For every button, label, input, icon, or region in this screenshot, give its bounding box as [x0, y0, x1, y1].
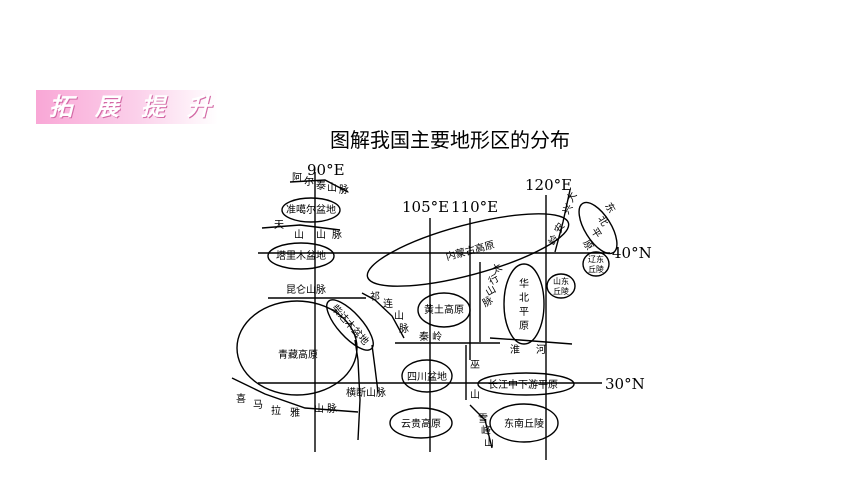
changjiang-plain-ellipse: [477, 372, 575, 396]
qingzang-plateau-label: 青藏高原: [278, 348, 318, 361]
huabei-plain-label: 平: [519, 307, 529, 318]
huangtu-plateau-ellipse: [417, 292, 471, 328]
banner-char: 拓: [49, 93, 73, 121]
altai-label: 尔: [304, 175, 314, 188]
qilian-label: 脉: [399, 322, 409, 335]
huaihe-line: [489, 337, 573, 345]
taihang-label: 太: [489, 260, 504, 276]
banner-char: 提: [141, 93, 165, 121]
liaodong-hills-ellipse: [582, 251, 610, 277]
shandong-hills-label: 山东: [553, 276, 569, 286]
tianshan-label: 脉: [332, 228, 342, 241]
dongbei-plain-ellipse: [578, 201, 618, 255]
changjiang-plain-label: 长江中下游平原: [488, 378, 558, 391]
sichuan-basin-ellipse: [401, 359, 453, 393]
hengduan-line-b: [371, 344, 379, 393]
qilian-label: 山: [394, 310, 404, 322]
tianshan-label: 山: [294, 229, 304, 241]
sichuan-basin-label: 四川盆地: [407, 370, 447, 383]
altai-label: 山: [327, 182, 337, 194]
qilian-label: 祁: [370, 290, 380, 303]
huabei-plain-label: 华: [519, 277, 529, 290]
huaihe-label: 淮: [510, 344, 520, 356]
diagram-title: 图解我国主要地形区的分布: [330, 128, 570, 152]
dongnan-hills-ellipse: [489, 403, 559, 443]
dongbei-plain-label: 平: [588, 226, 603, 240]
tianshan-label: 天: [274, 220, 284, 231]
huabei-plain-ellipse: [503, 263, 545, 345]
hengduan-label: 横断山脉: [346, 386, 386, 399]
qaidam-basin-ellipse: [326, 299, 374, 351]
himalaya-line: [231, 377, 359, 413]
huangtu-plateau-label: 黄土高原: [424, 303, 464, 316]
himalaya-label: 雅: [290, 406, 300, 419]
lon-110e-label: 110°E: [451, 198, 498, 216]
altai-mountains-line: [289, 179, 349, 193]
lat-40n-label: 40°N: [612, 244, 652, 262]
daxinganling-line: [554, 189, 571, 253]
kunlun-label: 昆仑山脉: [286, 283, 326, 296]
huaihe-label: 河: [536, 344, 546, 356]
huabei-plain-label: 原: [519, 320, 529, 332]
tarim-basin-ellipse: [267, 242, 335, 270]
wushan-label: 山: [470, 389, 480, 401]
yungui-plateau-ellipse: [389, 407, 453, 439]
lat-30n-label: 30°N: [605, 375, 645, 393]
qingzang-plateau-ellipse: [236, 300, 358, 396]
shandong-hills-label: 丘陵: [553, 287, 569, 296]
liaodong-hills-label: 辽东: [588, 254, 604, 264]
banner-char: 展: [95, 93, 119, 121]
yungui-plateau-label: 云贵高原: [401, 417, 441, 430]
lon-105e-label: 105°E: [402, 198, 449, 216]
himalaya-label: 喜: [236, 392, 246, 405]
huabei-plain-label: 北: [519, 292, 529, 304]
himalaya-label: 脉: [327, 402, 337, 415]
tianshan-label: 山: [316, 229, 326, 241]
altai-label: 阿: [292, 172, 302, 184]
junggar-basin-ellipse: [281, 197, 341, 223]
xuefeng-label: 峰: [481, 425, 491, 437]
tarim-basin-label: 塔里木盆地: [276, 249, 326, 262]
lon-120e-label: 120°E: [525, 176, 572, 194]
qinling-label: 秦 岭: [419, 330, 442, 343]
himalaya-label: 马: [253, 399, 263, 411]
altai-label: 脉: [339, 183, 349, 196]
altai-label: 泰: [316, 179, 326, 192]
wushan-label: 巫: [470, 360, 480, 371]
shandong-hills-ellipse: [546, 273, 576, 299]
liaodong-hills-label: 丘陵: [588, 265, 604, 274]
xuefeng-line: [469, 404, 493, 449]
xuefeng-label: 雪: [478, 413, 488, 425]
himalaya-label: 拉: [271, 404, 281, 417]
section-banner: 拓 展 提 升: [36, 90, 218, 124]
neimenggu-plateau-ellipse: [366, 213, 570, 287]
himalaya-label: 山: [314, 403, 324, 415]
banner-char: 升: [187, 93, 211, 121]
xuefeng-label: 山: [484, 437, 494, 449]
dongnan-hills-label: 东南丘陵: [504, 417, 544, 430]
tianshan-mountains-line: [261, 224, 341, 231]
qilian-label: 连: [383, 297, 393, 310]
lon-90e-label: 90°E: [307, 161, 345, 179]
qilian-mountains-line: [361, 292, 405, 339]
junggar-basin-label: 准噶尔盆地: [286, 203, 336, 216]
